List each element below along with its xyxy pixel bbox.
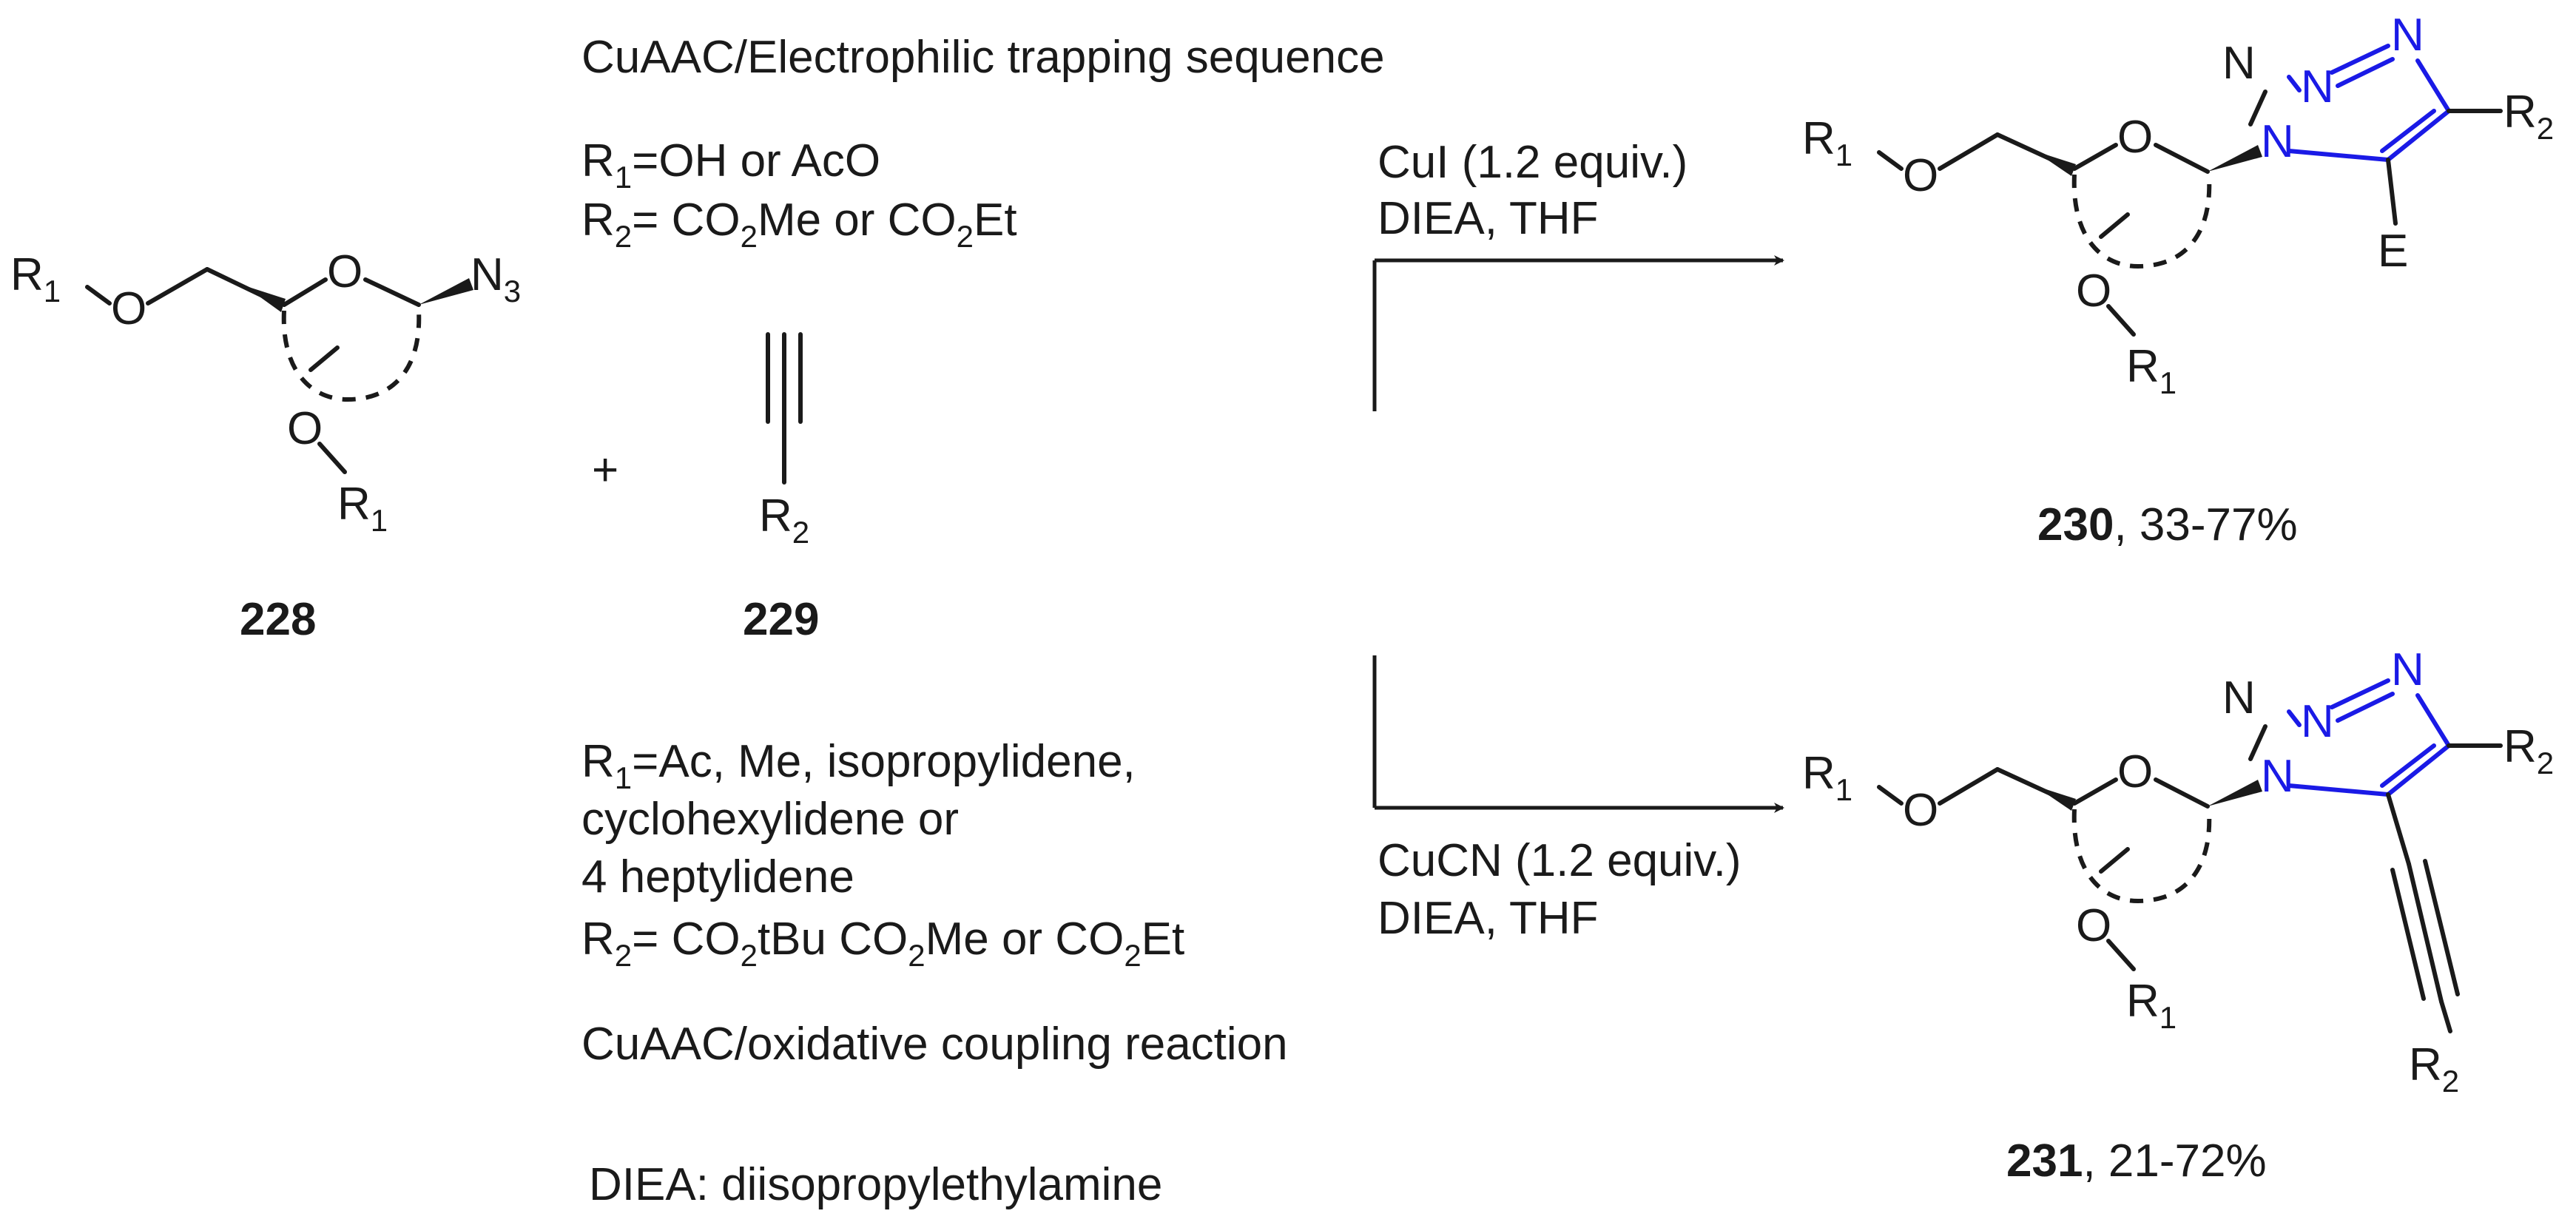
svg-text:N: N — [2261, 751, 2294, 802]
compound-229-label: 229 — [743, 594, 819, 645]
svg-text:O: O — [287, 403, 323, 454]
svg-text:N: N — [2301, 696, 2334, 747]
compound-228-label: 228 — [240, 594, 316, 645]
svg-text:R1: R1 — [337, 479, 388, 538]
svg-text:R1=OH or AcO: R1=OH or AcO — [581, 135, 880, 195]
bottom-reagent-cucn: CuCN (1.2 equiv.) — [1378, 835, 1742, 886]
top-reaction-arrow — [1372, 255, 1784, 411]
svg-text:R2= CO2Me or CO2Et: R2= CO2Me or CO2Et — [581, 195, 1017, 254]
svg-text:O: O — [111, 283, 146, 334]
bottom-reagent-diea: DIEA, THF — [1378, 893, 1599, 944]
bottom-reaction-arrow — [1372, 655, 1784, 813]
svg-text:R1: R1 — [1802, 113, 1852, 172]
svg-text:R2= CO2tBu CO2Me or CO2Et: R2= CO2tBu CO2Me or CO2Et — [581, 914, 1184, 973]
svg-text:O: O — [2076, 266, 2111, 317]
svg-text:N: N — [2391, 10, 2424, 61]
compound-230-structure: R1 O O O R1 N N N N R2 E — [1802, 10, 2554, 400]
plus-sign: + — [592, 445, 618, 496]
svg-text:R1=Ac, Me, isopropylidene,: R1=Ac, Me, isopropylidene, — [581, 736, 1136, 795]
svg-text:O: O — [2076, 900, 2111, 951]
svg-text:O: O — [2117, 112, 2153, 163]
compound-231-structure: R1 O O O R1 N N N N R2 R2 — [1802, 644, 2554, 1099]
compound-230-label: 230, 33-77% — [2037, 499, 2298, 550]
compound-228-structure: R1 O O N3 O R1 — [10, 246, 521, 538]
svg-text:N3: N3 — [471, 249, 521, 308]
svg-text:N: N — [2301, 61, 2334, 112]
svg-text:R1: R1 — [2126, 341, 2177, 400]
svg-text:O: O — [1903, 150, 1938, 201]
svg-text:R2: R2 — [2409, 1039, 2459, 1099]
svg-text:O: O — [2117, 746, 2153, 797]
svg-text:N: N — [2222, 38, 2256, 89]
top-r2-definition: R2= CO2Me or CO2Et — [581, 195, 1017, 254]
svg-text:N: N — [2222, 672, 2256, 723]
svg-text:R2: R2 — [2503, 87, 2554, 146]
svg-text:O: O — [327, 246, 363, 297]
svg-text:R1: R1 — [2126, 976, 2177, 1035]
bottom-r1-definition: R1=Ac, Me, isopropylidene, cyclohexylide… — [581, 736, 1136, 902]
bottom-r2-definition: R2= CO2tBu CO2Me or CO2Et — [581, 914, 1184, 973]
svg-text:N: N — [2391, 644, 2424, 695]
compound-229-structure: R2 — [759, 332, 809, 550]
svg-text:R1: R1 — [1802, 748, 1852, 807]
top-reagent-diea: DIEA, THF — [1378, 193, 1599, 244]
top-reagent-cui: CuI (1.2 equiv.) — [1378, 137, 1687, 188]
svg-text:230, 33-77%: 230, 33-77% — [2037, 499, 2298, 550]
bottom-heading: CuAAC/oxidative coupling reaction — [581, 1019, 1288, 1070]
svg-text:4 heptylidene: 4 heptylidene — [581, 851, 854, 902]
svg-text:E: E — [2378, 226, 2408, 277]
svg-text:cyclohexylidene or: cyclohexylidene or — [581, 794, 959, 845]
svg-text:R1: R1 — [10, 249, 61, 308]
compound-231-label: 231, 21-72% — [2006, 1135, 2267, 1187]
svg-text:N: N — [2261, 116, 2294, 167]
svg-text:231, 21-72%: 231, 21-72% — [2006, 1135, 2267, 1187]
top-heading: CuAAC/Electrophilic trapping sequence — [581, 32, 1385, 83]
footnote-diea: DIEA: diisopropylethylamine — [589, 1159, 1162, 1210]
svg-text:R2: R2 — [759, 490, 809, 550]
svg-text:O: O — [1903, 785, 1938, 836]
svg-text:R2: R2 — [2503, 721, 2554, 780]
top-r1-definition: R1=OH or AcO — [581, 135, 880, 195]
